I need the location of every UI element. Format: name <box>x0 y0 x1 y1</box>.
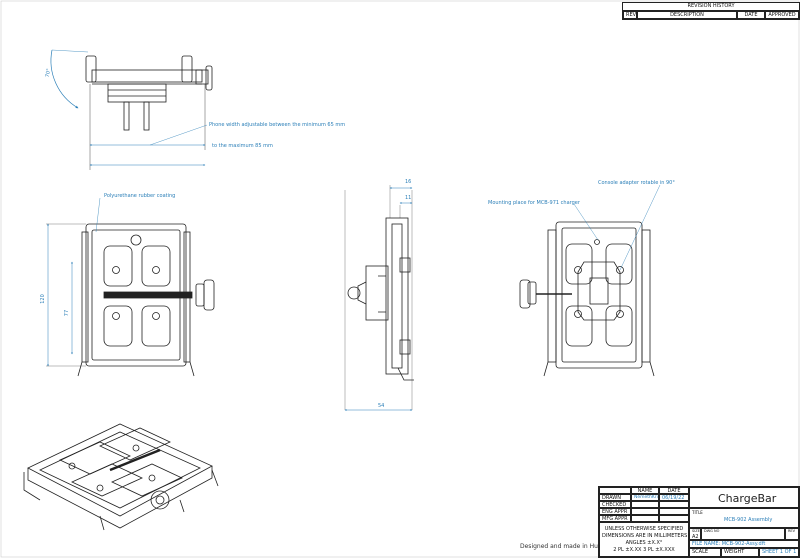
rubber-coating-note: Polyurethane rubber coating <box>104 193 176 199</box>
rev-cell: REV <box>785 528 799 540</box>
rev-col-header: REV <box>623 11 637 19</box>
phone-max-note: to the maximum 85 mm <box>212 143 273 149</box>
depth-54-dimension: 54 <box>378 403 385 409</box>
dwg-no-label: DWG NO <box>704 529 720 533</box>
scale-cell: SCALE <box>689 548 721 557</box>
size-value: A2 <box>692 533 699 540</box>
checked-date <box>659 501 689 508</box>
brand-logo: ChargeBar <box>718 492 777 505</box>
phone-width-note: Phone width adjustable between the minim… <box>209 122 346 128</box>
tolerance-line-4: 2 PL ±X.XX 3 PL ±X.XXX <box>613 547 675 553</box>
mfg-appr-label: MFG APPR <box>599 515 631 522</box>
revision-title: REVISION HISTORY <box>623 3 799 11</box>
filename-cell: FILE NAME: MCB-902-Assy.dft <box>689 540 799 548</box>
mfg-appr-date <box>659 515 689 522</box>
isometric-view <box>23 423 219 531</box>
sheet-cell: SHEET 1 OF 1 <box>759 548 799 557</box>
back-view <box>519 184 661 377</box>
revision-history-table: REVISION HISTORY REV DESCRIPTION DATE AP… <box>622 2 800 20</box>
weight-cell: WEIGHT <box>721 548 759 557</box>
mfg-appr-name <box>631 515 659 522</box>
date-col-header: DATE <box>737 11 765 19</box>
front-view <box>46 197 215 377</box>
size-cell: SIZE A2 <box>689 528 701 540</box>
title-label: TITLE <box>692 510 703 515</box>
side-view <box>344 185 414 411</box>
drawn-label: DRAWN <box>599 494 631 501</box>
size-label: SIZE <box>692 529 700 533</box>
height-inner-dimension: 77 <box>64 309 71 317</box>
dwg-no-cell: DWG NO <box>701 528 785 540</box>
rev-label: REV <box>788 529 796 533</box>
description-col-header: DESCRIPTION <box>637 11 737 19</box>
eng-appr-date <box>659 508 689 515</box>
title-cell: TITLE MCB-902 Assembly <box>689 508 799 528</box>
width-16-dimension: 16 <box>405 179 412 185</box>
eng-appr-label: ENG APPR <box>599 508 631 515</box>
tolerance-line-3: ANGLES ±X.X° <box>625 540 663 546</box>
brand-cell: ChargeBar <box>689 487 799 508</box>
top-view <box>50 49 213 170</box>
drawn-name: NémethKristóf <box>631 494 659 501</box>
title-block: NAME DATE DRAWN NémethKristóf 06/19/22 C… <box>598 486 800 558</box>
tb-date-header: DATE <box>659 487 689 494</box>
drawn-date: 06/19/22 <box>659 494 689 501</box>
approved-col-header: APPROVED <box>765 11 799 19</box>
mounting-place-note: Mounting place for MCB-971 charger <box>488 200 580 206</box>
tolerance-block: UNLESS OTHERWISE SPECIFIED DIMENSIONS AR… <box>599 522 689 557</box>
width-11-dimension: 11 <box>405 195 412 201</box>
made-in-label: Designed and made in Hungary <box>520 543 616 550</box>
title-value: MCB-902 Assembly <box>724 517 773 523</box>
checked-label: CHECKED <box>599 501 631 508</box>
tb-name-header: NAME <box>631 487 659 494</box>
tolerance-line-2: DIMENSIONS ARE IN MILLIMETERS <box>602 533 688 539</box>
height-total-dimension: 120 <box>39 294 46 304</box>
tolerance-line-1: UNLESS OTHERWISE SPECIFIED <box>604 526 684 532</box>
console-adapter-note: Console adapter rotable in 90° <box>598 180 675 186</box>
tb-empty-header <box>599 487 631 494</box>
eng-appr-name <box>631 508 659 515</box>
checked-name <box>631 501 659 508</box>
